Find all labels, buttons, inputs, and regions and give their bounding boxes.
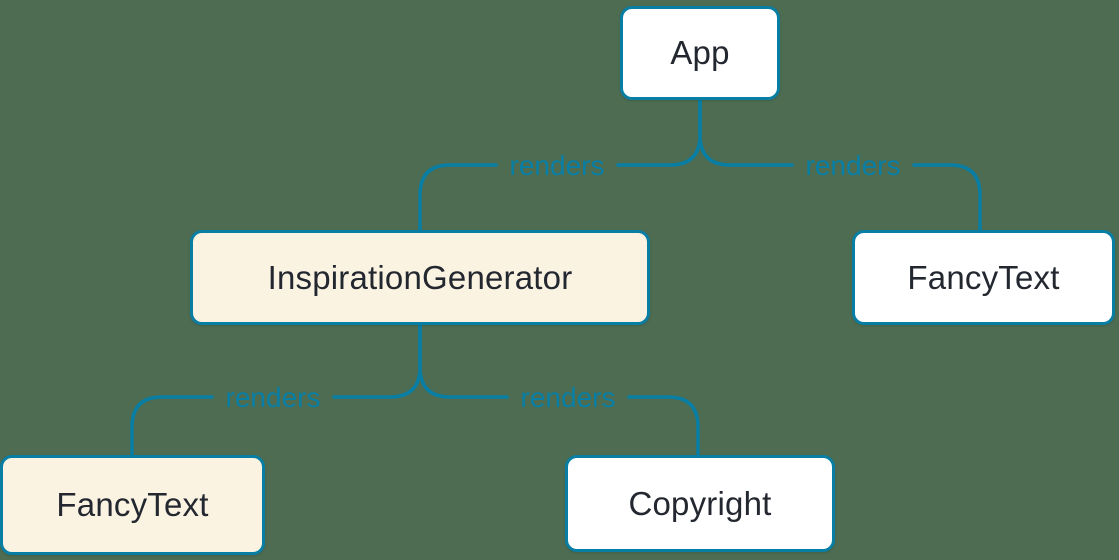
edge-label-renders-app-inspirationgenerator: renders — [497, 150, 617, 182]
node-app: App — [620, 6, 780, 100]
node-fancy-text-left: FancyText — [0, 455, 265, 555]
edge-label-renders-app-fancytext: renders — [793, 150, 913, 182]
edge-label-renders-inspirationgenerator-copyright: renders — [508, 382, 628, 414]
node-copyright: Copyright — [565, 455, 835, 552]
node-fancy-text-right: FancyText — [852, 230, 1115, 325]
edge-label-renders-inspirationgenerator-fancytext: renders — [213, 382, 333, 414]
node-inspiration-generator: InspirationGenerator — [190, 230, 650, 325]
